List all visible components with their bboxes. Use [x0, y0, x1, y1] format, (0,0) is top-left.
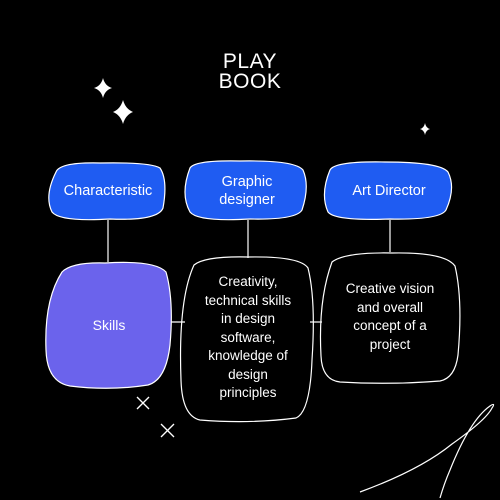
column-header-label: Graphic designer: [219, 174, 275, 208]
sparkle-star-icon: [94, 78, 112, 98]
body-blob-art-director: [319, 252, 461, 384]
decorative-swoosh: [359, 403, 495, 499]
header-blob-graphic-designer: [184, 160, 307, 221]
logo-line-2: BOOK: [218, 70, 282, 93]
header-blob-characteristic: [48, 162, 166, 221]
sparkle-star-icon: [113, 100, 133, 124]
column-body-label: Skills: [92, 316, 126, 333]
logo-line-1: PLAY: [222, 50, 278, 73]
playbook-logo: PLAY BOOK: [200, 50, 300, 93]
column-body-label: Creativity, technical skills in design s…: [204, 274, 292, 401]
body-blob-skills: [45, 261, 172, 389]
column-header-label: Characteristic: [63, 183, 153, 199]
body-blob-graphic-designer: [179, 256, 314, 423]
cross-mark-icon: [160, 423, 175, 438]
sparkle-star-icon: [420, 123, 430, 135]
header-blob-art-director: [323, 161, 453, 220]
cross-mark-icon: [136, 396, 150, 410]
column-header-label: Art Director: [352, 183, 426, 199]
column-body-label: Creative vision and overall concept of a…: [345, 281, 435, 352]
